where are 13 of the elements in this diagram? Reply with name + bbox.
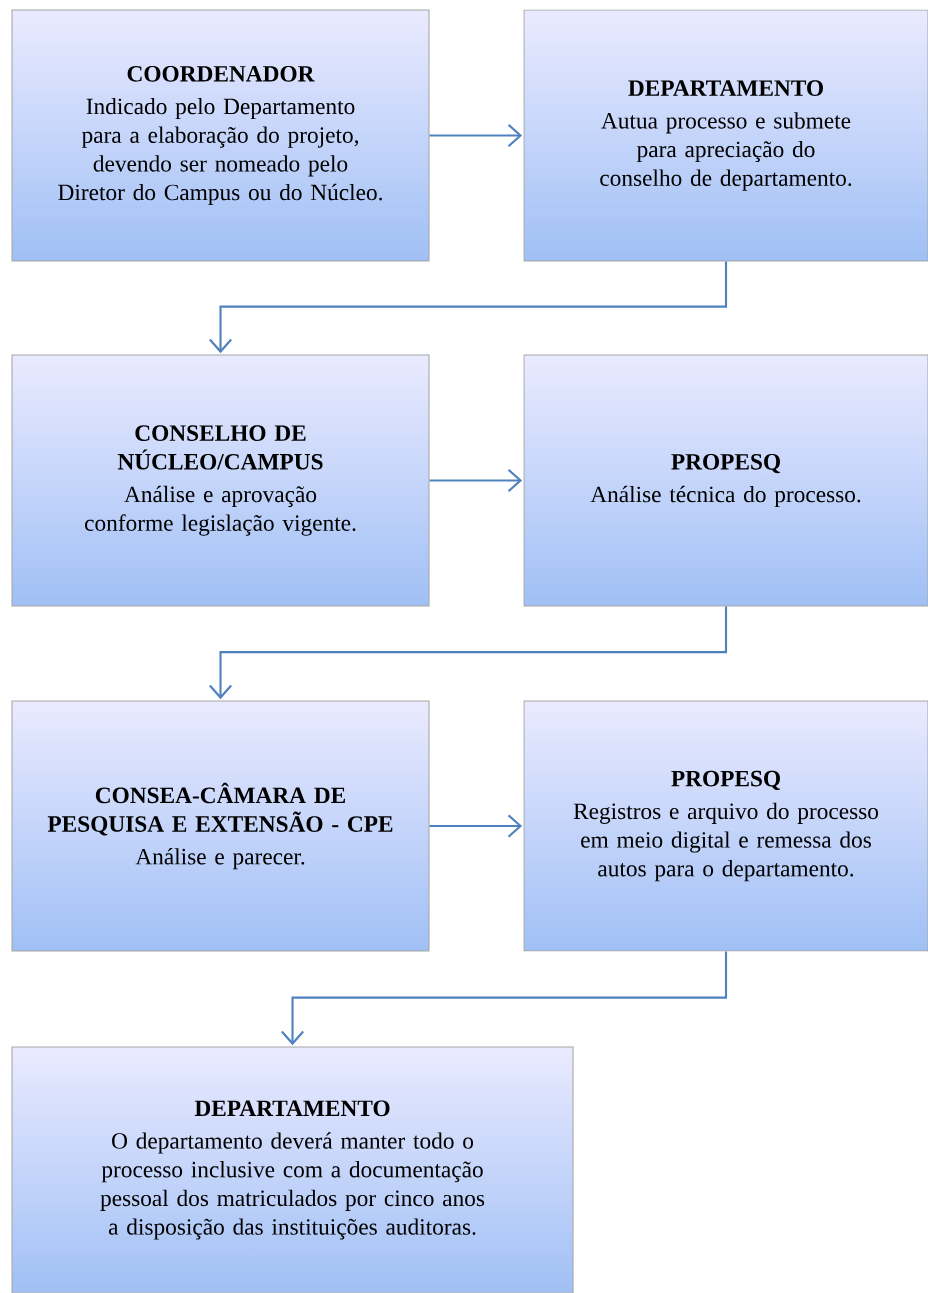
process-box: COORDENADOR Indicado pelo Departamento para a elaboração do projeto, devendo ser nomeado pelo Diretor do Campus ou do Núcleo. — [11, 9, 430, 262]
arrow — [429, 124, 523, 147]
process-box: CONSEA-CÂMARA DE PESQUISA E EXTENSÃO - CPE Análise e parecer. — [11, 700, 430, 952]
arrow — [209, 606, 728, 700]
arrow — [429, 469, 523, 492]
process-box: DEPARTAMENTO Autua processo e submete para apreciação do conselho de departamento. — [523, 9, 928, 262]
process-box: PROPESQ Registros e arquivo do processo em meio digital e remessa dos autos para o departamento. — [523, 700, 928, 952]
process-box: DEPARTAMENTO O departamento deverá manter todo o processo inclusive com a documentação pessoal dos matriculados por cinco anos a disposição das instituições auditoras. — [11, 1046, 574, 1293]
process-box: CONSELHO DE NÚCLEO/CAMPUS Análise e aprovação conforme legislação vigente. — [11, 354, 430, 607]
arrow — [209, 261, 728, 354]
arrow — [281, 951, 728, 1046]
arrow — [429, 814, 523, 838]
process-box: PROPESQ Análise técnica do processo. — [523, 354, 928, 607]
